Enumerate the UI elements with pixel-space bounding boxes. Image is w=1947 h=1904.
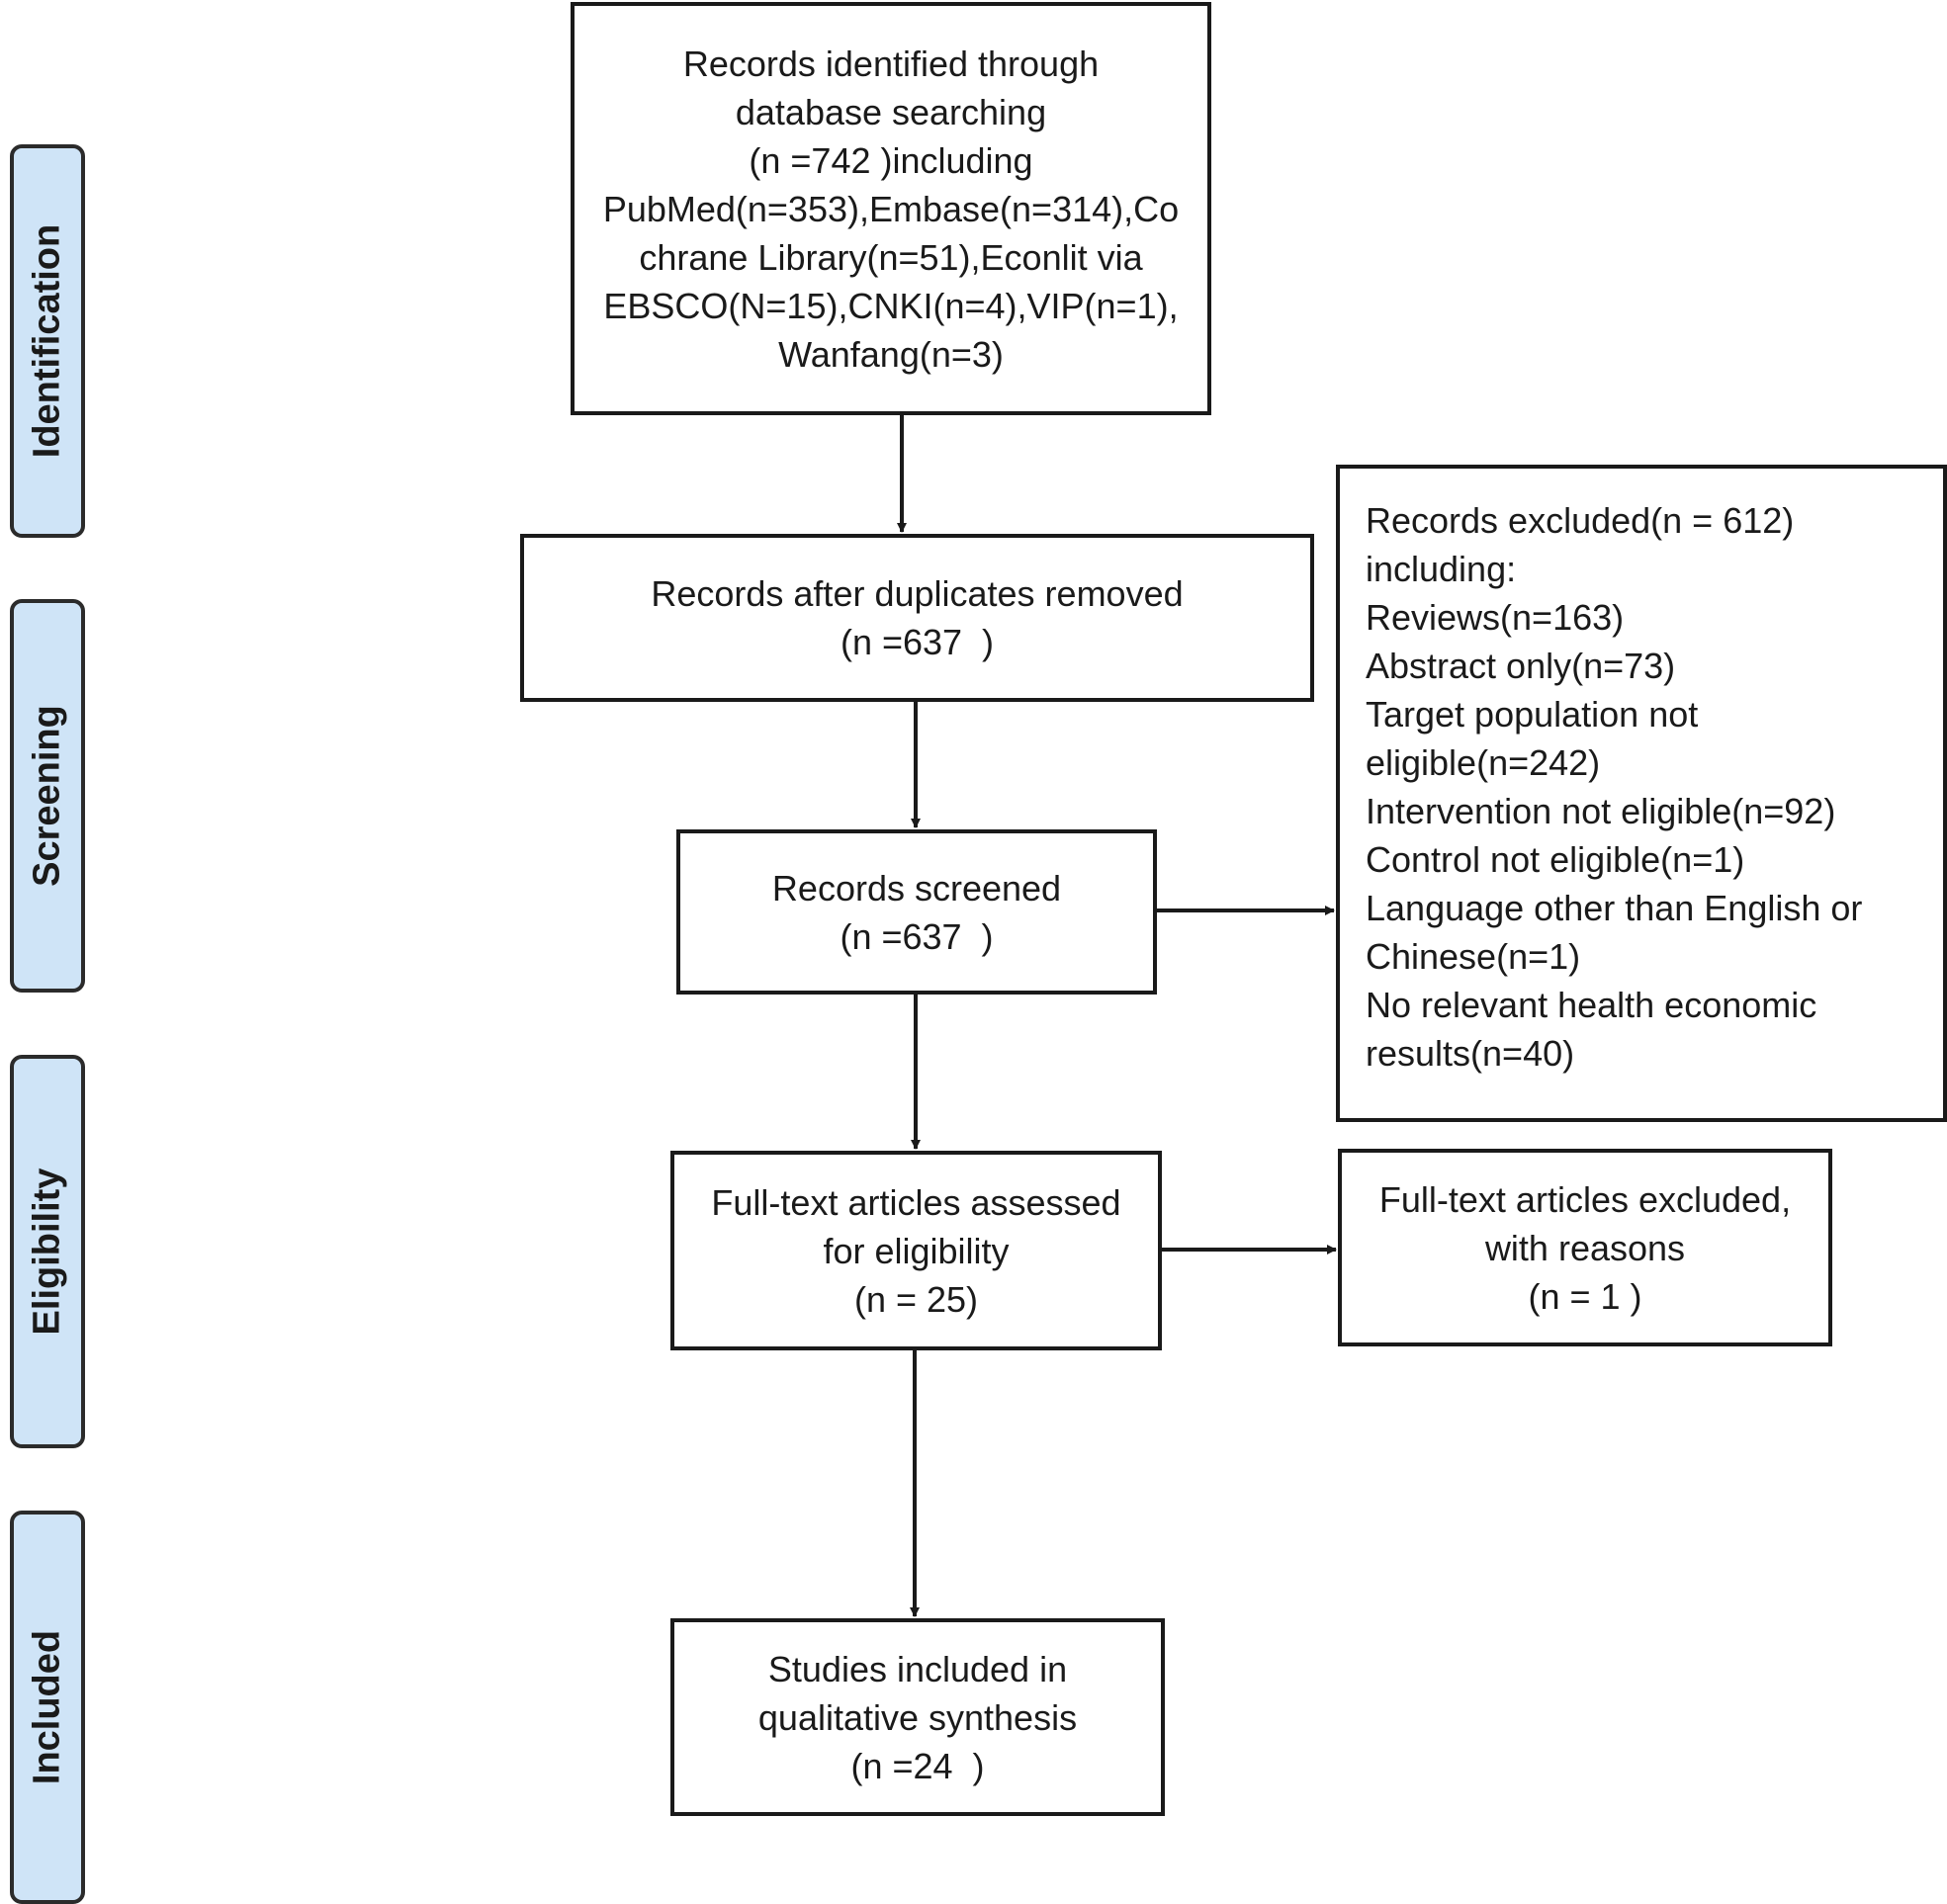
stage-eligibility: Eligibility xyxy=(10,1055,85,1448)
box-text-line: Studies included in xyxy=(767,1648,1068,1689)
stage-included: Included xyxy=(10,1511,85,1904)
box-text-line: Records after duplicates removed xyxy=(651,573,1184,614)
box-text-line: Abstract only(n=73) xyxy=(1366,646,1676,686)
box-text-line: Chinese(n=1) xyxy=(1366,936,1581,977)
box-text-line: No relevant health economic xyxy=(1366,985,1817,1025)
box-text-line: eligible(n=242) xyxy=(1366,742,1601,783)
box-text-line: with reasons xyxy=(1484,1227,1686,1268)
full-text-excluded-box: Full-text articles excluded, with reason… xyxy=(1338,1149,1832,1346)
box-text-line: including: xyxy=(1366,549,1517,589)
box-text-line: Reviews(n=163) xyxy=(1366,597,1625,638)
stage-label-included: Included xyxy=(26,1629,68,1785)
box-text-line: (n =637 ) xyxy=(840,622,995,662)
stage-identification: Identification xyxy=(10,144,85,538)
box-text-line: for eligibility xyxy=(823,1230,1010,1271)
box-text-line: chrane Library(n=51),Econlit via xyxy=(639,236,1143,278)
box-text-line: Full-text articles excluded, xyxy=(1378,1178,1792,1220)
box-text-line: (n =742 )including xyxy=(749,139,1033,181)
box-text-line: PubMed(n=353),Embase(n=314),Co xyxy=(602,188,1180,229)
box-text-line: (n =24 ) xyxy=(850,1745,985,1786)
box-text-line: Records screened xyxy=(771,867,1062,909)
box-text-line: (n = 25) xyxy=(853,1278,979,1320)
box-text-line: results(n=40) xyxy=(1366,1033,1575,1074)
box-text-line: (n = 1 ) xyxy=(1528,1275,1642,1317)
duplicates-removed-box: Records after duplicates removed (n =637… xyxy=(520,534,1314,702)
box-text-line: Language other than English or xyxy=(1366,888,1863,928)
stage-screening: Screening xyxy=(10,599,85,993)
box-text-line: Intervention not eligible(n=92) xyxy=(1366,791,1836,831)
stage-label-identification: Identification xyxy=(26,223,68,459)
box-text-line: (n =637 ) xyxy=(840,915,994,957)
box-text-line: Target population not xyxy=(1366,694,1699,735)
stage-label-eligibility: Eligibility xyxy=(26,1168,68,1336)
records-screened-box: Records screened (n =637 ) xyxy=(676,829,1157,995)
studies-included-box: Studies included in qualitative synthesi… xyxy=(670,1618,1165,1816)
box-text-line: qualitative synthesis xyxy=(757,1696,1078,1738)
records-identified-box: Records identified through database sear… xyxy=(571,2,1211,415)
box-text-line: Control not eligible(n=1) xyxy=(1366,839,1745,880)
full-text-assessed-box: Full-text articles assessed for eligibil… xyxy=(670,1151,1162,1350)
box-text-line: EBSCO(N=15),CNKI(n=4),VIP(n=1), xyxy=(603,285,1179,326)
box-text-line: Full-text articles assessed xyxy=(711,1181,1121,1223)
stage-label-screening: Screening xyxy=(26,705,68,887)
records-excluded-box: Records excluded(n = 612) including: Rev… xyxy=(1336,465,1947,1122)
box-text-line: Records excluded(n = 612) xyxy=(1366,500,1795,541)
box-text-line: Records identified through xyxy=(682,43,1100,84)
box-text-line: Wanfang(n=3) xyxy=(778,333,1004,375)
box-text-line: database searching xyxy=(735,91,1047,132)
